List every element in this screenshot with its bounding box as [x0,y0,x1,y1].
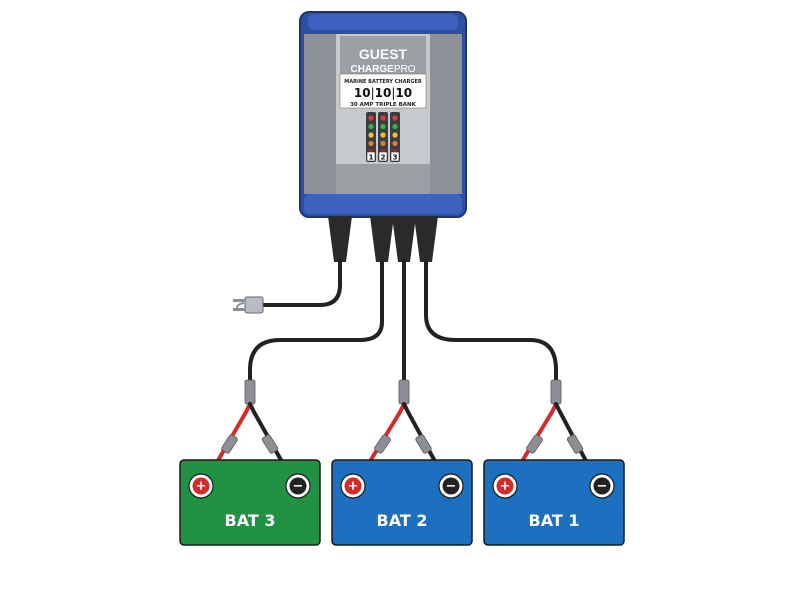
led-column-3: 3 [390,112,400,162]
status-led [368,123,374,130]
terminal-cap [344,477,362,495]
bank-1-cable [424,260,558,390]
status-led [380,140,386,147]
charger-bank-label: 30 AMP TRIPLE BANK [350,102,417,108]
status-led [368,115,374,121]
terminal-symbol: + [500,479,511,494]
bank-number-box [366,151,376,162]
battery-body [331,459,473,546]
status-led [368,132,374,138]
lead-splitter [550,379,562,405]
negative-terminal: − [285,473,311,499]
status-led [392,123,398,130]
negative-lead-boot [415,434,432,454]
charger-label-panel [340,36,426,74]
brand-line-1: GUEST [359,46,408,62]
power-cord-wire [260,260,342,307]
battery-body [483,459,625,546]
rating-divider-2: | [391,86,395,100]
charger-unit: GUEST CHARGEPRO MARINE BATTERY CHARGER 1… [299,11,467,218]
positive-lead-boot [374,434,391,454]
rating-c: 10 [395,86,412,100]
charger-info-panel [339,73,427,109]
bank-number-box [390,151,400,162]
charger-face-left [304,34,336,194]
rating-divider-1: | [371,86,375,100]
battery-group-3: + − BAT 1 [483,379,625,546]
terminal-cap [192,477,210,495]
ac-plug-icon [233,296,264,314]
lead-splitter [398,379,410,405]
negative-terminal: − [589,473,615,499]
battery-label: BAT 1 [529,511,580,530]
terminal-symbol: + [348,479,359,494]
bank-number: 3 [393,154,398,162]
bank-2-boot [392,216,416,262]
terminal-cap [289,477,307,495]
charger-rating: 10|10|10 [354,86,412,100]
led-column-1: 1 [366,112,376,162]
status-led [392,132,398,138]
cable-boots [328,216,438,262]
positive-terminal: + [340,473,366,499]
led-column-2: 2 [378,112,388,162]
positive-terminal: + [188,473,214,499]
charger-bottom-band [336,164,430,194]
bank-number: 1 [369,154,374,162]
status-led [392,140,398,147]
negative-lead-boot [261,434,279,454]
charger-subtitle: MARINE BATTERY CHARGER [344,79,422,85]
status-led [380,115,386,121]
terminal-cap [442,477,460,495]
negative-lead [248,402,292,478]
positive-lead [207,402,252,478]
bank-number: 2 [381,154,386,162]
terminal-symbol: − [446,479,457,494]
battery-group-1: + − BAT 3 [179,379,321,546]
positive-lead [511,402,558,478]
battery-group-2: + − BAT 2 [331,379,473,546]
bank-3-cable [248,260,384,390]
bank-3-boot [370,216,394,262]
bank-1-boot [414,216,438,262]
negative-lead [554,402,596,478]
battery-label: BAT 3 [225,511,276,530]
positive-terminal: + [492,473,518,499]
power-cord-boot [328,216,352,262]
negative-terminal: − [438,473,464,499]
rating-a: 10 [354,86,371,100]
terminal-symbol: + [196,479,207,494]
brand-line-2-bold: CHARGE [350,64,394,75]
brand-line-2: CHARGEPRO [350,64,415,75]
charger-top-cap [308,14,458,30]
positive-lead-boot [526,434,543,454]
charger-face-right [430,34,462,194]
brand-line-2-light: PRO [394,64,416,75]
battery-label: BAT 2 [377,511,428,530]
positive-lead-boot [221,434,238,454]
battery-groups: + − BAT 3 + − BAT 2 + − BAT 1 [179,379,625,546]
rating-b: 10 [375,86,392,100]
status-led [368,140,374,147]
terminal-symbol: − [597,479,608,494]
battery-body [179,459,321,546]
terminal-symbol: − [293,479,304,494]
status-led [380,123,386,130]
charger-base [304,194,462,214]
status-led [380,132,386,138]
bank-number-box [378,151,388,162]
negative-lead [402,402,445,478]
positive-lead [359,402,406,478]
negative-lead-boot [566,434,584,454]
power-cord [233,260,342,314]
terminal-cap [496,477,514,495]
bank-cables [248,260,558,390]
status-led [392,115,398,121]
lead-splitter [244,379,256,405]
terminal-cap [593,477,611,495]
